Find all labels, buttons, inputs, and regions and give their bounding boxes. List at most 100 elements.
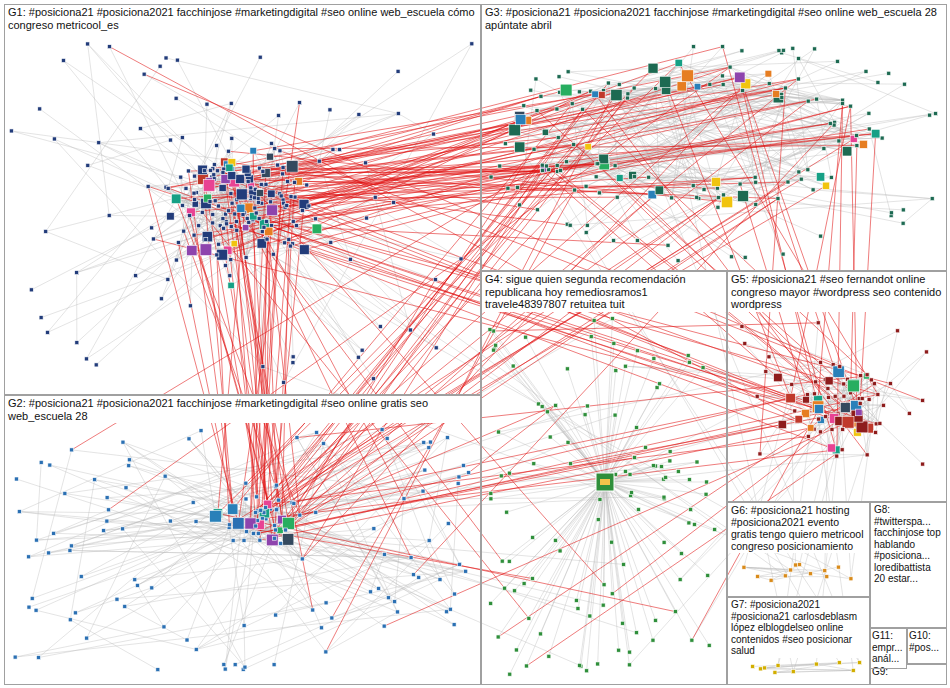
vertex-icon <box>233 663 237 667</box>
vertex-icon <box>446 521 450 525</box>
vertex-icon <box>427 446 431 450</box>
vertex-icon <box>654 618 658 622</box>
vertex-icon <box>448 607 452 611</box>
vertex-icon <box>623 364 627 368</box>
vertex-icon <box>212 163 216 167</box>
vertex-icon <box>291 219 295 223</box>
vertex-icon <box>357 113 361 117</box>
vertex-icon <box>452 592 456 596</box>
vertex-icon <box>535 109 539 113</box>
vertex-icon <box>545 410 549 414</box>
vertex-icon <box>702 188 706 192</box>
vertex-icon <box>514 648 518 652</box>
vertex-icon <box>256 200 260 204</box>
vertex-icon <box>180 136 184 140</box>
vertex-icon <box>305 183 309 187</box>
vertex-icon <box>213 199 217 203</box>
vertex-icon <box>503 586 507 590</box>
cross-group-link <box>178 243 232 510</box>
network-link <box>332 564 460 618</box>
vertex-icon <box>458 562 462 566</box>
vertex-icon <box>228 282 234 288</box>
vertex-icon <box>257 190 264 197</box>
vertex-icon <box>249 186 253 190</box>
vertex-icon <box>499 474 503 478</box>
cross-group-link <box>203 179 233 509</box>
vertex-icon <box>535 208 539 212</box>
vertex-icon <box>901 221 905 225</box>
vertex-icon <box>691 184 695 188</box>
vertex-icon <box>29 288 33 292</box>
vertex-icon <box>584 231 588 235</box>
vertex-icon <box>673 610 677 614</box>
vertex-icon <box>163 474 167 478</box>
vertex-icon <box>577 90 581 94</box>
vertex-icon <box>210 510 222 522</box>
vertex-icon <box>701 366 705 370</box>
network-link <box>144 74 275 149</box>
vertex-icon <box>219 184 226 191</box>
vertex-icon <box>277 498 281 502</box>
vertex-icon <box>534 77 538 81</box>
vertex-icon <box>295 436 299 440</box>
vertex-icon <box>171 194 181 204</box>
vertex-icon <box>221 170 225 174</box>
vertex-icon <box>835 59 839 63</box>
network-link <box>289 523 451 609</box>
cross-group-link <box>203 179 688 356</box>
vertex-icon <box>635 239 639 243</box>
network-link <box>730 50 783 67</box>
vertex-icon <box>612 341 616 345</box>
vertex-icon <box>573 188 577 192</box>
vertex-icon <box>17 510 21 514</box>
vertex-icon <box>348 257 352 261</box>
network-link <box>235 564 459 664</box>
vertex-icon <box>176 241 180 245</box>
vertex-icon <box>279 541 283 545</box>
vertex-icon <box>790 382 794 386</box>
vertex-icon <box>855 144 859 148</box>
edge-layer <box>11 44 935 674</box>
vertex-icon <box>188 304 192 308</box>
vertex-icon <box>242 538 246 542</box>
vertex-icon <box>252 196 256 200</box>
cross-group-link <box>226 90 567 179</box>
vertex-icon <box>814 380 818 384</box>
vertex-icon <box>570 102 574 106</box>
network-link <box>87 523 289 638</box>
vertex-icon <box>849 104 853 108</box>
vertex-icon <box>231 241 237 247</box>
vertex-icon <box>230 136 234 140</box>
vertex-icon <box>281 165 285 169</box>
vertex-icon <box>258 538 262 542</box>
vertex-icon <box>322 441 326 445</box>
vertex-icon <box>628 472 632 476</box>
vertex-icon <box>47 551 51 555</box>
vertex-icon <box>226 209 230 213</box>
network-link <box>276 571 466 615</box>
vertex-icon <box>470 42 474 46</box>
vertex-icon <box>856 421 868 433</box>
vertex-icon <box>617 648 621 652</box>
vertex-icon <box>596 162 600 166</box>
vertex-icon <box>633 175 637 179</box>
vertex-icon <box>452 623 456 627</box>
vertex-icon <box>188 214 192 218</box>
vertex-icon <box>233 212 237 216</box>
vertex-icon <box>127 464 131 468</box>
network-link <box>81 443 323 576</box>
network-link <box>70 620 158 670</box>
vertex-icon <box>212 173 216 177</box>
vertex-icon <box>721 45 725 49</box>
vertex-icon <box>211 221 215 225</box>
vertex-icon <box>75 271 79 275</box>
vertex-icon <box>364 216 368 220</box>
vertex-icon <box>245 216 249 220</box>
cross-group-link <box>270 94 776 207</box>
vertex-icon <box>314 510 318 514</box>
network-link <box>37 522 250 540</box>
vertex-icon <box>94 363 98 367</box>
vertex-icon <box>368 590 372 594</box>
network-link <box>54 139 263 367</box>
vertex-icon <box>541 168 545 172</box>
